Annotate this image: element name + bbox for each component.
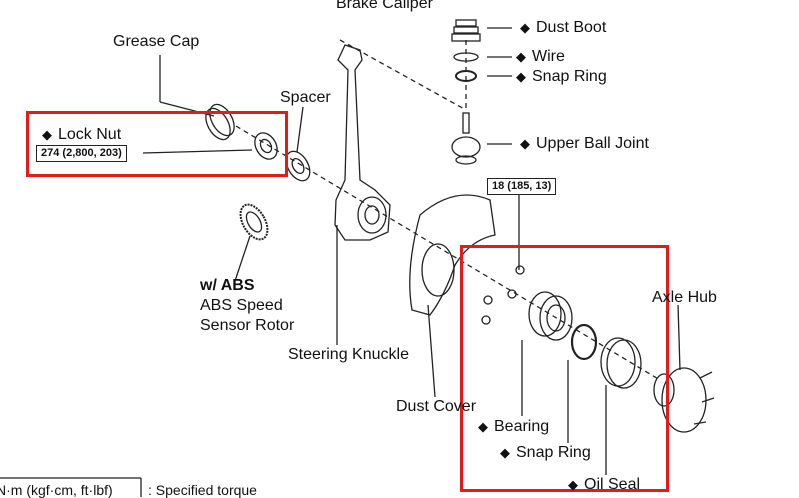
leader-axle-hub — [677, 304, 681, 371]
label-wire: ◆ Wire — [516, 49, 565, 65]
abs-sensor-rotor-part — [239, 203, 269, 241]
upper-ball-joint-text: Upper Ball Joint — [536, 135, 649, 152]
label-upper-ball-joint: ◆ Upper Ball Joint — [520, 136, 649, 152]
bearing-text: Bearing — [494, 418, 550, 435]
wire-part — [453, 52, 479, 62]
diamond-icon: ◆ — [516, 49, 526, 64]
label-lock-nut: ◆ Lock Nut — [42, 127, 121, 143]
label-axle-hub: Axle Hub — [652, 289, 717, 306]
assembly-axis-main — [235, 125, 661, 381]
bearing-part — [528, 291, 573, 341]
label-grease-cap: Grease Cap — [113, 33, 200, 50]
diamond-icon: ◆ — [516, 69, 526, 84]
label-steering-knuckle: Steering Knuckle — [288, 346, 409, 363]
label-snap-ring-top: ◆ Snap Ring — [516, 69, 607, 85]
bolts-part — [481, 265, 525, 325]
oil-seal-text: Oil Seal — [584, 476, 641, 493]
label-spacer: Spacer — [280, 89, 331, 106]
label-brake-caliper: Brake Caliper — [336, 0, 433, 12]
leader-lock-nut — [142, 149, 253, 154]
lock-nut-torque-box: 274 (2,800, 203) — [36, 145, 127, 162]
leader-dust-cover — [427, 304, 436, 398]
legend-unit: N·m (kgf·cm, ft·lbf) — [0, 482, 113, 498]
label-abs-prefix: w/ ABS — [200, 277, 255, 294]
dust-boot-part — [451, 19, 481, 42]
diamond-icon: ◆ — [478, 419, 488, 434]
leader-spacer — [296, 106, 304, 153]
diamond-icon: ◆ — [520, 20, 530, 35]
label-snap-ring-bottom: ◆ Snap Ring — [500, 445, 591, 461]
legend-text: : Specified torque — [148, 482, 257, 498]
assembly-axis-caliper — [339, 39, 467, 111]
axle-hub-part — [653, 367, 715, 433]
snap-ring-bottom-text: Snap Ring — [516, 444, 591, 461]
grease-cap-part — [205, 103, 235, 141]
label-dust-boot: ◆ Dust Boot — [520, 20, 606, 36]
snap-ring-top-part — [455, 70, 477, 82]
lock-nut-part — [254, 132, 278, 160]
label-bearing: ◆ Bearing — [478, 419, 549, 435]
label-oil-seal: ◆ Oil Seal — [568, 477, 640, 493]
snap-ring-bottom-part — [570, 323, 598, 361]
upper-ball-joint-part — [451, 112, 481, 165]
diamond-icon: ◆ — [500, 445, 510, 460]
leader-abs-rotor — [234, 235, 251, 282]
steering-knuckle-part — [334, 44, 391, 241]
label-abs-line2: Sensor Rotor — [200, 317, 295, 334]
lock-nut-text: Lock Nut — [58, 126, 122, 143]
lock-nut-highlight — [26, 111, 288, 177]
label-dust-cover: Dust Cover — [396, 398, 477, 415]
label-abs-line1: ABS Speed — [200, 297, 283, 314]
diamond-icon: ◆ — [520, 136, 530, 151]
dust-cover-part — [409, 194, 496, 316]
spacer-part — [285, 150, 311, 182]
dust-boot-text: Dust Boot — [536, 19, 607, 36]
hub-assembly-highlight — [460, 245, 669, 492]
dust-cover-torque-box: 18 (185, 13) — [487, 178, 557, 195]
oil-seal-part — [600, 337, 642, 389]
snap-ring-top-text: Snap Ring — [532, 68, 607, 85]
wire-text: Wire — [532, 48, 565, 65]
diamond-icon: ◆ — [42, 127, 52, 142]
diamond-icon: ◆ — [568, 477, 578, 492]
